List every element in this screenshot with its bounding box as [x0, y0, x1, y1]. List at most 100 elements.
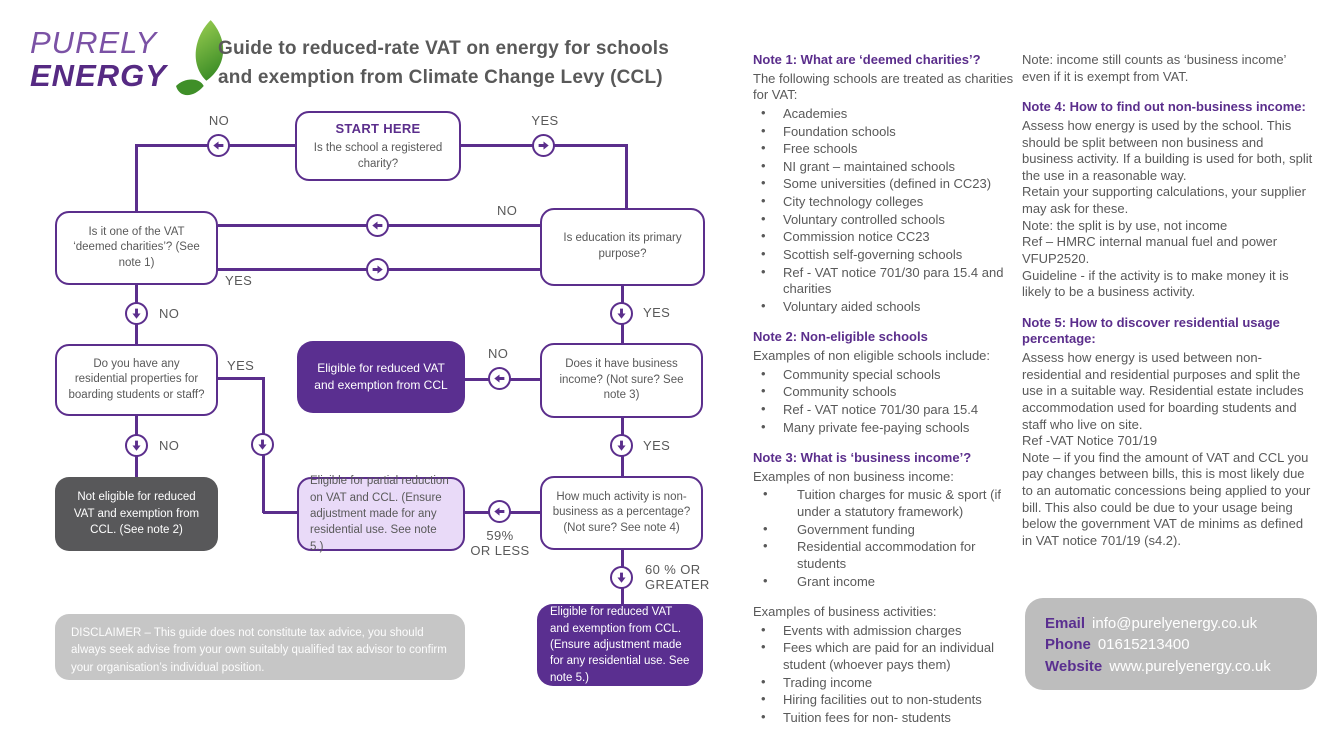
- edge-label-no: NO: [159, 438, 180, 453]
- note-bullet: NI grant – maintained schools: [753, 158, 1016, 176]
- note-bullet: Commission notice CC23: [753, 228, 1016, 246]
- arrow-down-icon: [610, 566, 633, 589]
- note-4: Note 4: How to find out non-business inc…: [1022, 99, 1316, 301]
- vat-note: Note: income still counts as ‘business i…: [1022, 52, 1286, 84]
- note-bullet: Many private fee-paying schools: [753, 419, 1016, 437]
- note-bullet: City technology colleges: [753, 193, 1016, 211]
- note-bullet: Voluntary controlled schools: [753, 211, 1016, 229]
- edge-label-yes: YES: [643, 438, 671, 453]
- arrow-down-icon: [610, 434, 633, 457]
- note-4-heading: Note 4: How to find out non-business inc…: [1022, 99, 1306, 115]
- arrow-down-icon: [125, 434, 148, 457]
- node-eligible-final: Eligible for reduced VAT and exemption f…: [537, 604, 703, 686]
- node-partial-reduction: Eligible for partial reduction on VAT an…: [297, 475, 465, 553]
- note-bullet: Community schools: [753, 383, 1016, 401]
- contact-email-value: info@purelyenergy.co.uk: [1092, 615, 1258, 632]
- note-bullet: Voluntary aided schools: [753, 298, 1016, 316]
- page: PURELY ENERGY Guide to reduced-rate VAT …: [0, 0, 1323, 720]
- edge-label-yes: YES: [643, 305, 671, 320]
- business-activities: Examples of business activities: Events …: [753, 604, 1016, 726]
- note-1-intro: The following schools are treated as cha…: [753, 70, 1014, 103]
- contact-website-label: Website: [1045, 657, 1103, 675]
- note-bullet: Ref - VAT notice 701/30 para 15.4 and ch…: [753, 263, 1016, 298]
- node-not-eligible: Not eligible for reduced VAT and exempti…: [55, 477, 218, 551]
- arrow-right-icon: [532, 134, 555, 157]
- business-activities-list: Events with admission chargesFees which …: [753, 622, 1016, 727]
- arrow-down-icon: [125, 302, 148, 325]
- node-residential-properties: Do you have any residential properties f…: [55, 344, 218, 416]
- note-3: Note 3: What is ‘business income’? Examp…: [753, 450, 1016, 590]
- edge-label-no: NO: [488, 346, 509, 361]
- arrow-right-icon: [366, 258, 389, 281]
- node-activity-percentage: How much activity is non-business as a p…: [540, 476, 703, 550]
- note-bullet: Scottish self-governing schools: [753, 246, 1016, 264]
- note-bullet: Residential accommodation for students: [753, 538, 1016, 572]
- node-start-question: Is the school a registered charity?: [313, 142, 443, 170]
- node-deemed-charities: Is it one of the VAT ‘deemed charities’?…: [55, 211, 218, 285]
- arrow-down-icon: [251, 433, 274, 456]
- arrow-left-icon: [207, 134, 230, 157]
- arrow-left-icon: [488, 500, 511, 523]
- note-3-heading: Note 3: What is ‘business income’?: [753, 450, 972, 466]
- node-business-income: Does it have business income? (Not sure?…: [540, 343, 703, 418]
- note-5: Note 5: How to discover residential usag…: [1022, 315, 1316, 550]
- note-3-intro: Examples of non business income:: [753, 468, 954, 484]
- page-title-line1: Guide to reduced-rate VAT on energy for …: [218, 38, 670, 59]
- page-title: Guide to reduced-rate VAT on energy for …: [218, 34, 718, 92]
- logo-word-purely: PURELY: [30, 25, 158, 60]
- note-4-body: Assess how energy is used by the school.…: [1022, 117, 1313, 300]
- edge-label-no: NO: [497, 203, 518, 218]
- purely-energy-logo: PURELY ENERGY: [30, 20, 224, 106]
- contact-website-value: www.purelyenergy.co.uk: [1109, 657, 1271, 675]
- note-bullet: Fees which are paid for an individual st…: [753, 639, 1016, 673]
- business-activities-intro: Examples of business activities:: [753, 604, 937, 620]
- note-bullet: Ref - VAT notice 701/30 para 15.4: [753, 401, 1016, 419]
- contact-box: Email info@purelyenergy.co.uk Phone 0161…: [1025, 598, 1317, 690]
- connector-line: [135, 144, 138, 211]
- note-bullet: Grant income: [753, 573, 1016, 591]
- arrow-down-icon: [610, 302, 633, 325]
- note-bullet: Academies: [753, 105, 1016, 123]
- note-1-heading: Note 1: What are ‘deemed charities’?: [753, 52, 981, 67]
- note-2-heading: Note 2: Non-eligible schools: [753, 329, 928, 345]
- edge-label-59-or-less: 59% OR LESS: [470, 528, 530, 558]
- edge-label-yes: YES: [531, 113, 559, 128]
- node-start-title: START HERE: [335, 120, 421, 136]
- note-2-list: Community special schoolsCommunity schoo…: [753, 366, 1016, 437]
- note-2: Note 2: Non-eligible schools Examples of…: [753, 329, 1016, 436]
- disclaimer-box: DISCLAIMER – This guide does not constit…: [55, 614, 465, 680]
- edge-label-no: NO: [159, 306, 180, 321]
- edge-label-no: NO: [208, 113, 230, 128]
- contact-email-label: Email: [1045, 615, 1086, 632]
- connector-line: [625, 144, 628, 208]
- node-eligible: Eligible for reduced VAT and exemption f…: [297, 341, 465, 413]
- note-5-heading: Note 5: How to discover residential usag…: [1022, 314, 1280, 347]
- page-title-line2: and exemption from Climate Change Levy (…: [218, 67, 663, 88]
- note-bullet: Events with admission charges: [753, 622, 1016, 640]
- leaf-icon: [176, 18, 228, 107]
- note-bullet: Some universities (defined in CC23): [753, 175, 1016, 193]
- edge-label-yes: YES: [227, 358, 255, 373]
- note-1: Note 1: What are ‘deemed charities’? The…: [753, 52, 1016, 315]
- connector-line: [218, 377, 265, 380]
- connector-line: [263, 511, 297, 514]
- note-2-intro: Examples of non eligible schools include…: [753, 348, 991, 363]
- note-bullet: Tuition fees for non- students: [753, 709, 1016, 727]
- contact-phone-label: Phone: [1045, 636, 1091, 654]
- logo-word-energy: ENERGY: [30, 58, 167, 93]
- edge-label-yes: YES: [225, 273, 253, 288]
- node-education-purpose: Is education its primary purpose?: [540, 208, 705, 286]
- note-bullet: Tuition charges for music & sport (if un…: [753, 486, 1016, 520]
- contact-phone-row: Phone 01615213400: [1045, 634, 1297, 655]
- note-bullet: Trading income: [753, 674, 1016, 692]
- note-bullet: Hiring facilities out to non-students: [753, 691, 1016, 709]
- edge-label-60-or-greater: 60 % OR GREATER: [645, 562, 710, 592]
- note-bullet: Foundation schools: [753, 123, 1016, 141]
- notes-column-1: Note 1: What are ‘deemed charities’? The…: [753, 52, 1016, 741]
- notes-column-2: Note: income still counts as ‘business i…: [1022, 52, 1316, 564]
- contact-email-row: Email info@purelyenergy.co.uk: [1045, 613, 1297, 634]
- note-3-list: Tuition charges for music & sport (if un…: [753, 486, 1016, 591]
- note-1-list: AcademiesFoundation schoolsFree schoolsN…: [753, 105, 1016, 316]
- note-bullet: Community special schools: [753, 366, 1016, 384]
- note-bullet: Free schools: [753, 140, 1016, 158]
